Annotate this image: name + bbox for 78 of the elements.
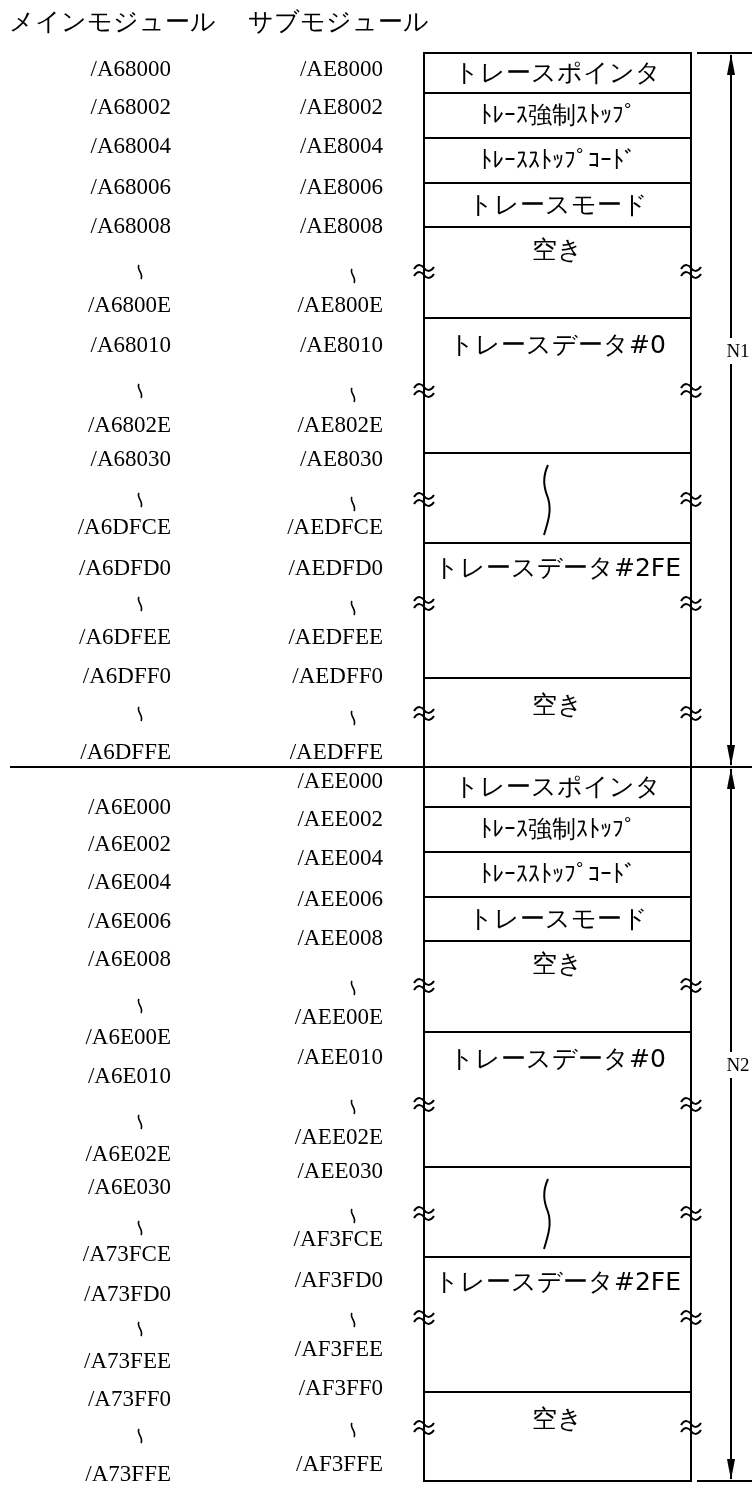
address-label: /A68006 xyxy=(89,174,171,200)
memory-cell xyxy=(423,940,692,1033)
memory-cell xyxy=(423,226,692,319)
address-label: /AEDFF0 xyxy=(291,663,383,689)
address-label: /AE802E xyxy=(296,412,383,438)
memory-cell xyxy=(423,766,692,808)
address-label: /AEE006 xyxy=(296,886,383,912)
address-label: /AE8002 xyxy=(298,94,383,120)
address-label: /AE800E xyxy=(296,292,383,318)
address-label: /A6E002 xyxy=(86,830,171,857)
memory-cell xyxy=(423,137,692,184)
address-label: /AEE004 xyxy=(296,845,383,871)
address-label: /A73FD0 xyxy=(83,1280,171,1307)
memory-cell xyxy=(423,182,692,228)
address-label: /AF3FD0 xyxy=(293,1267,383,1293)
address-label: /A68010 xyxy=(89,332,171,358)
address-label: /A6802E xyxy=(86,412,171,438)
address-label: /AEDFD0 xyxy=(287,555,383,581)
address-label: /AEE02E xyxy=(293,1124,383,1150)
address-label: /A68000 xyxy=(89,56,171,82)
address-label: /A6800E xyxy=(86,292,171,318)
memory-cell xyxy=(423,896,692,942)
address-label: /AEDFEE xyxy=(287,624,383,650)
memory-cell xyxy=(423,1030,692,1168)
memory-cell xyxy=(423,851,692,898)
dimension-label: N1 xyxy=(725,338,751,364)
column-heading: メインモジュール xyxy=(9,9,216,35)
address-label: /A6DFD0 xyxy=(78,555,171,581)
address-label: /A6E02E xyxy=(84,1141,171,1168)
address-label: /A73FCE xyxy=(81,1240,171,1267)
address-label: /AF3FF0 xyxy=(297,1375,383,1401)
memory-cell xyxy=(423,91,692,139)
address-label: /A6E004 xyxy=(86,868,171,895)
address-label: /A68002 xyxy=(89,94,171,120)
address-label: /A6E010 xyxy=(86,1062,171,1089)
address-label: /A68030 xyxy=(89,446,171,472)
address-label: /A6E030 xyxy=(86,1174,171,1201)
address-label: /A6DFEE xyxy=(78,624,171,650)
address-label: /AF3FFE xyxy=(295,1451,383,1477)
address-label: /AE8008 xyxy=(298,213,383,239)
address-label: /AEE030 xyxy=(296,1158,383,1184)
address-label: /AEE000 xyxy=(296,768,383,794)
address-label: /A6DFFE xyxy=(79,739,171,765)
memory-cell xyxy=(423,805,692,853)
address-label: /A73FF0 xyxy=(86,1386,171,1413)
memory-cell xyxy=(423,1256,692,1393)
address-label: /AF3FCE xyxy=(292,1226,383,1252)
address-label: /A6DFF0 xyxy=(81,663,171,689)
memory-cell xyxy=(423,52,692,94)
address-label: /A6E008 xyxy=(86,946,171,973)
memory-cell xyxy=(423,677,692,768)
address-label: /AE8004 xyxy=(298,133,383,159)
address-label: /A68004 xyxy=(89,133,171,159)
memory-cell xyxy=(423,452,692,544)
address-label: /AF3FEE xyxy=(293,1336,383,1362)
address-label: /AEE010 xyxy=(296,1044,383,1070)
address-label: /AE8030 xyxy=(298,446,383,472)
address-label: /A68008 xyxy=(89,213,171,239)
memory-cell xyxy=(423,316,692,454)
address-label: /A6E006 xyxy=(86,908,171,935)
address-label: /A6DFCE xyxy=(76,514,171,540)
dimension-label: N2 xyxy=(725,1052,751,1078)
address-label: /A6E00E xyxy=(84,1023,171,1050)
address-label: /AEE008 xyxy=(296,925,383,951)
address-label: /AE8010 xyxy=(298,332,383,358)
address-label: /AEE002 xyxy=(296,806,383,832)
address-label: /A6E000 xyxy=(86,794,171,820)
address-label: /A73FFE xyxy=(84,1461,171,1487)
column-heading: サブモジュール xyxy=(248,9,429,35)
memory-cell xyxy=(423,542,692,679)
address-label: /AEDFFE xyxy=(288,739,383,765)
memory-cell xyxy=(423,1166,692,1258)
address-label: /AEE00E xyxy=(293,1004,383,1030)
address-label: /AE8000 xyxy=(298,56,383,82)
memory-cell xyxy=(423,1391,692,1482)
address-label: /AEDFCE xyxy=(286,514,383,540)
address-label: /A73FEE xyxy=(83,1348,171,1375)
address-label: /AE8006 xyxy=(298,174,383,200)
